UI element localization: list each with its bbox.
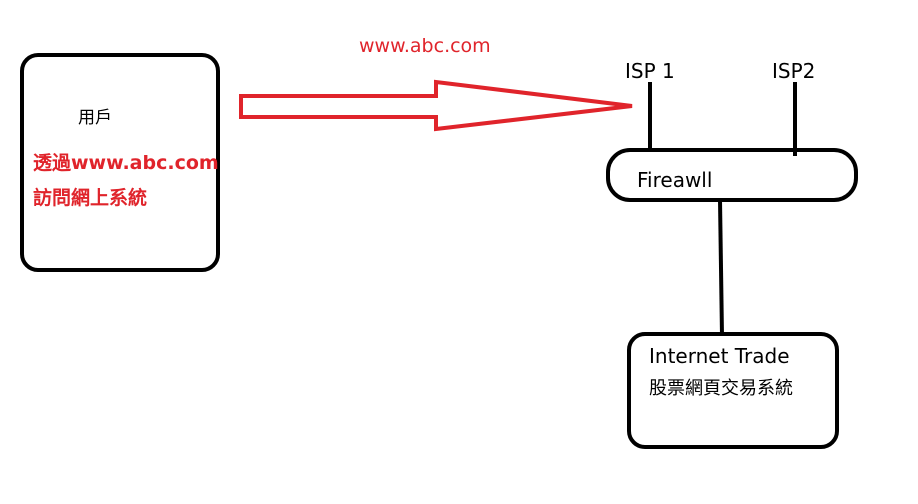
- user-box: [20, 53, 220, 272]
- isp2-label: ISP2: [772, 59, 816, 83]
- user-description-line2: 訪問網上系統: [33, 187, 148, 209]
- server-title: Internet Trade: [649, 344, 790, 368]
- user-title: 用戶: [78, 108, 112, 128]
- firewall-box: [606, 148, 858, 202]
- request-arrow: [239, 79, 633, 132]
- server-subtitle: 股票網頁交易系統: [649, 378, 793, 399]
- user-description-line1: 透過www.abc.com: [33, 152, 219, 174]
- firewall-server-line: [718, 199, 724, 337]
- isp1-label: ISP 1: [625, 59, 675, 83]
- arrow-label: www.abc.com: [359, 35, 491, 57]
- firewall-label: Fireawll: [637, 168, 713, 192]
- server-box: [627, 332, 839, 449]
